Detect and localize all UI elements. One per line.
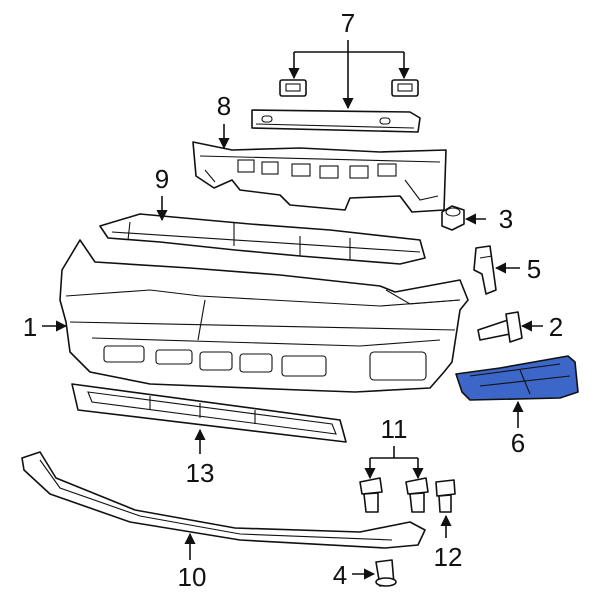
callout-9: 9 — [155, 164, 169, 194]
part-8-absorber — [192, 141, 447, 213]
part-7-clip-right — [391, 79, 419, 97]
part-2-bolt — [477, 311, 523, 343]
part-7-impact-bar — [251, 109, 421, 133]
part-11-fastener-left — [359, 477, 383, 513]
callout-1: 1 — [23, 312, 37, 342]
callout-7: 7 — [341, 8, 355, 38]
callout-2: 2 — [549, 312, 563, 342]
part-4-screw — [375, 559, 397, 587]
part-9-upper-support — [99, 213, 426, 265]
part-11-fastener-right — [405, 477, 429, 513]
part-13-lower-grille — [71, 383, 347, 443]
callout-8: 8 — [217, 91, 231, 121]
callout-11: 11 — [381, 414, 408, 444]
callout-4: 4 — [333, 560, 347, 590]
part-1-bumper-cover — [59, 239, 469, 393]
callout-labels: 7 8 9 3 5 1 2 6 11 13 12 10 4 — [23, 8, 563, 592]
callout-5: 5 — [527, 254, 541, 284]
callout-3: 3 — [499, 204, 513, 234]
part-6-bumper-bracket — [455, 355, 579, 401]
leader-lines — [42, 40, 543, 580]
callout-10: 10 — [178, 562, 207, 592]
part-7-clip-left — [279, 79, 307, 97]
callout-13: 13 — [186, 458, 215, 488]
callout-12: 12 — [434, 542, 463, 572]
part-10-air-deflector — [21, 451, 426, 549]
callout-6: 6 — [511, 428, 525, 458]
part-3-nut — [441, 205, 465, 231]
part-5-clip — [473, 245, 497, 295]
part-12-fastener — [435, 479, 456, 513]
